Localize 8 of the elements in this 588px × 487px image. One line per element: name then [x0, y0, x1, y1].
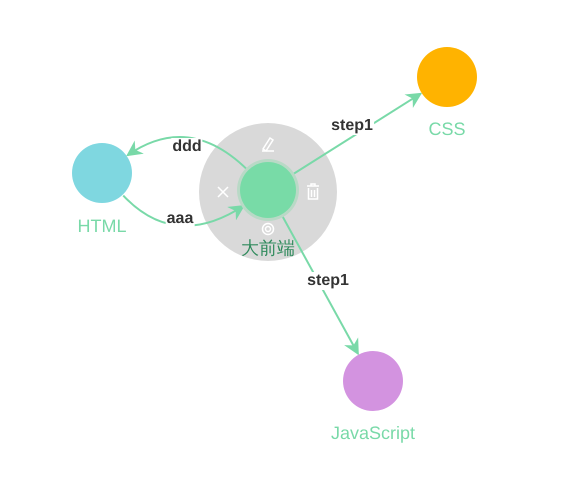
arrow	[281, 214, 359, 356]
node-label: 大前端	[241, 238, 295, 258]
arrow	[126, 136, 248, 170]
node-label: CSS	[428, 119, 466, 139]
node-label: JavaScript	[330, 423, 416, 443]
edge-label: step1	[330, 117, 374, 135]
node-label: HTML	[78, 216, 126, 236]
edge-label: step1	[306, 272, 350, 290]
